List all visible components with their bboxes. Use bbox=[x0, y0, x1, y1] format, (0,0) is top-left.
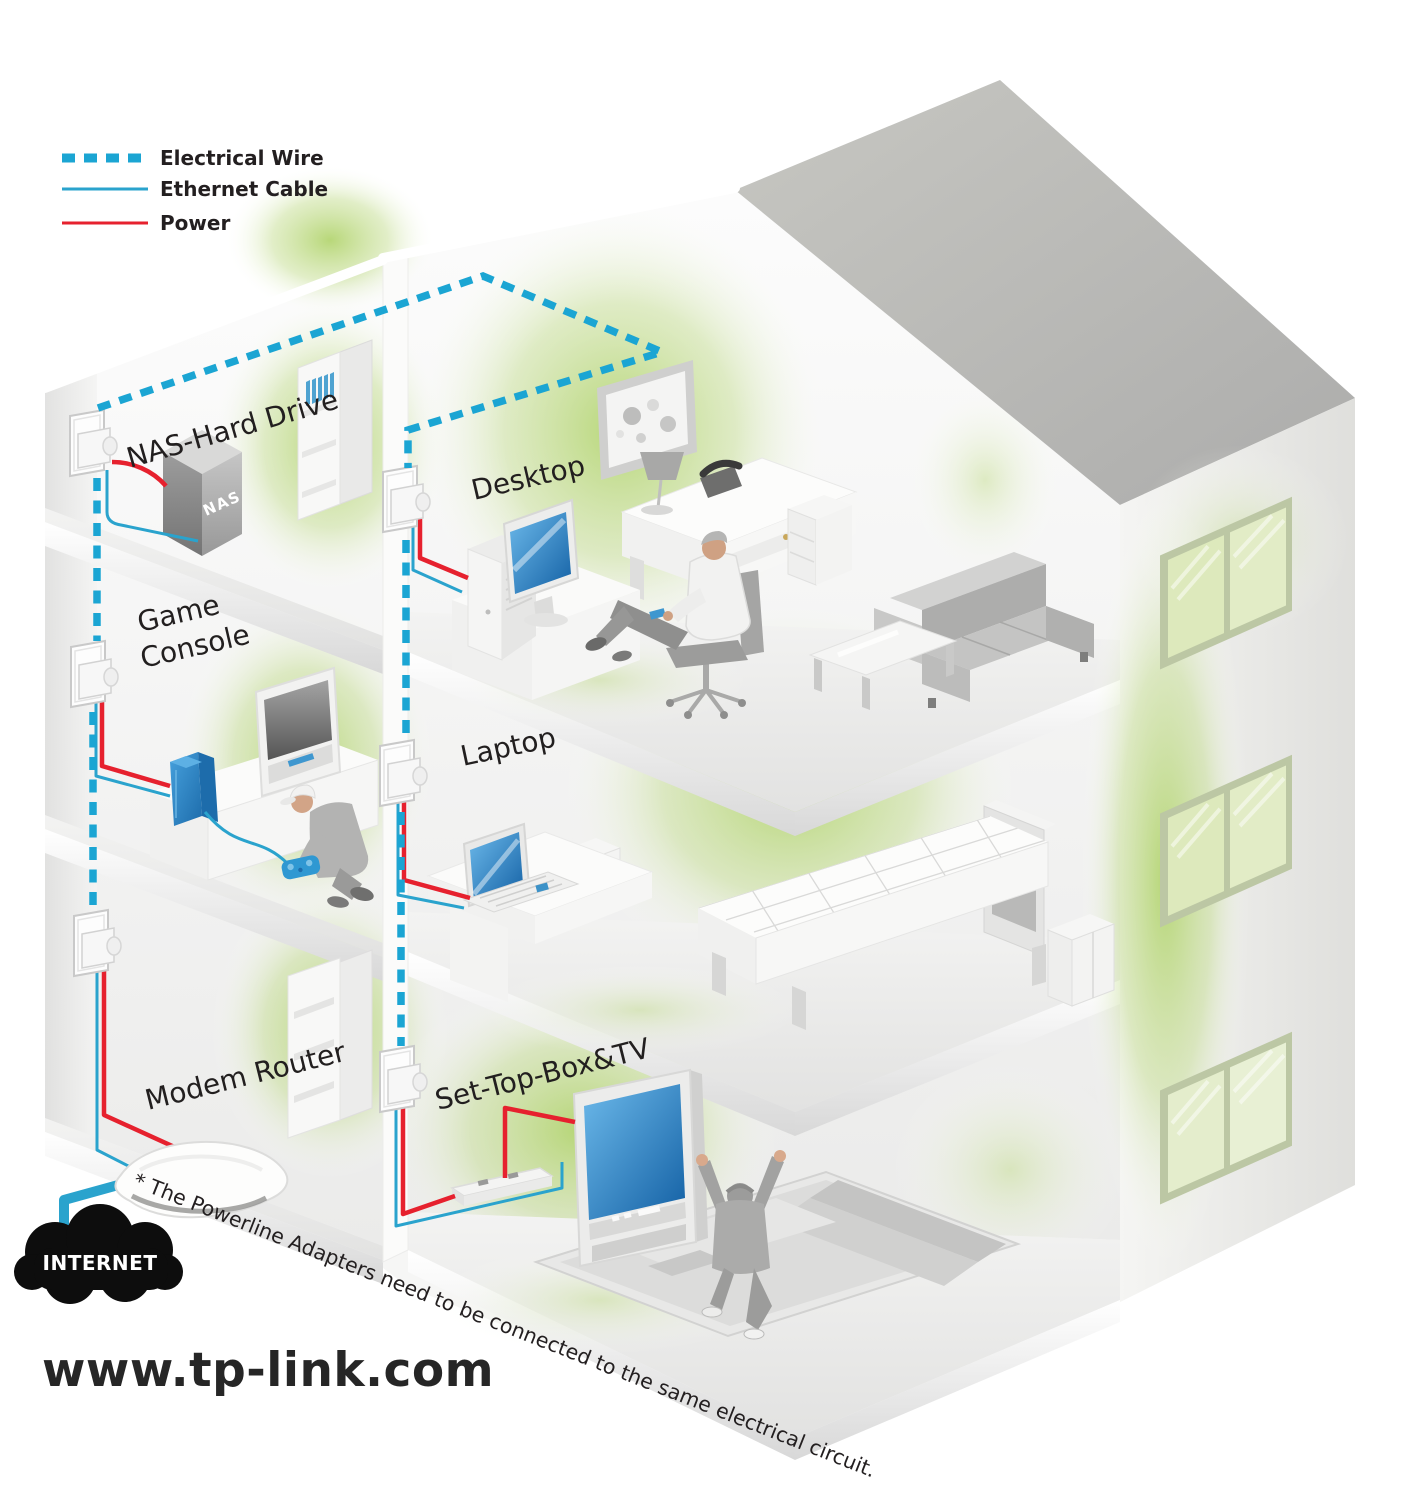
kid-player bbox=[280, 784, 374, 908]
legend-electrical-wire-label: Electrical Wire bbox=[160, 146, 324, 170]
books bbox=[306, 372, 334, 406]
room-desktop: Desktop bbox=[382, 360, 1094, 719]
room-laptop: Laptop bbox=[379, 721, 1115, 1030]
electrical-wire-top bbox=[96, 271, 673, 468]
left-wall-face bbox=[45, 368, 97, 1140]
legend-ethernet-cable-label: Ethernet Cable bbox=[160, 177, 328, 201]
ethernet-cable-nas bbox=[105, 470, 199, 543]
power-cable-settop-2 bbox=[502, 1105, 576, 1178]
modem-router-device bbox=[114, 1140, 289, 1219]
sunken-lounge bbox=[532, 1170, 1022, 1338]
open-shelf bbox=[287, 949, 373, 1139]
window-pair-1 bbox=[1160, 496, 1292, 670]
floor-game bbox=[45, 815, 383, 981]
roof-edge bbox=[378, 183, 740, 263]
game-console-device bbox=[170, 752, 218, 826]
monitor bbox=[502, 498, 580, 627]
legend: Electrical Wire Ethernet Cable Power bbox=[62, 146, 328, 235]
legend-power-label: Power bbox=[160, 211, 230, 235]
internet-cloud: INTERNET bbox=[14, 1204, 183, 1304]
website-url: www.tp-link.com bbox=[42, 1343, 494, 1398]
bed-grid bbox=[698, 816, 1047, 938]
ethernet-cable-controller bbox=[203, 811, 290, 866]
power-cable-nas bbox=[111, 459, 168, 488]
roof bbox=[735, 80, 1355, 505]
internet-label: INTERNET bbox=[43, 1251, 158, 1275]
electrical-wire-runs bbox=[89, 271, 673, 1046]
nas-device: NAS bbox=[163, 430, 244, 556]
window-pair-3 bbox=[1160, 1031, 1292, 1205]
nightstand bbox=[1047, 914, 1115, 1007]
ethernet-cable-settop bbox=[394, 1076, 564, 1228]
ethernet-cable-modem bbox=[95, 944, 141, 1174]
game-controller bbox=[281, 855, 321, 880]
drawer-unit bbox=[787, 495, 852, 586]
floor-nas bbox=[45, 508, 383, 674]
game-tv bbox=[254, 666, 342, 798]
set-top-tv bbox=[572, 1068, 708, 1268]
bed bbox=[698, 800, 1056, 1030]
power-cable-game bbox=[99, 676, 171, 789]
jumping-person bbox=[696, 1150, 786, 1340]
picture-frame bbox=[597, 360, 697, 480]
desk-lamp bbox=[640, 452, 684, 515]
telephone bbox=[699, 459, 743, 498]
window-pair-2 bbox=[1160, 754, 1292, 928]
set-top-box bbox=[450, 1167, 554, 1206]
office-chair-man bbox=[585, 531, 764, 719]
glow bbox=[905, 380, 1065, 580]
coffee-table bbox=[808, 620, 958, 710]
sofa bbox=[874, 552, 1094, 708]
roof-edge bbox=[40, 255, 388, 393]
power-cable-settop-1 bbox=[400, 1082, 456, 1217]
laptop bbox=[462, 822, 580, 913]
bookshelf bbox=[297, 339, 373, 521]
